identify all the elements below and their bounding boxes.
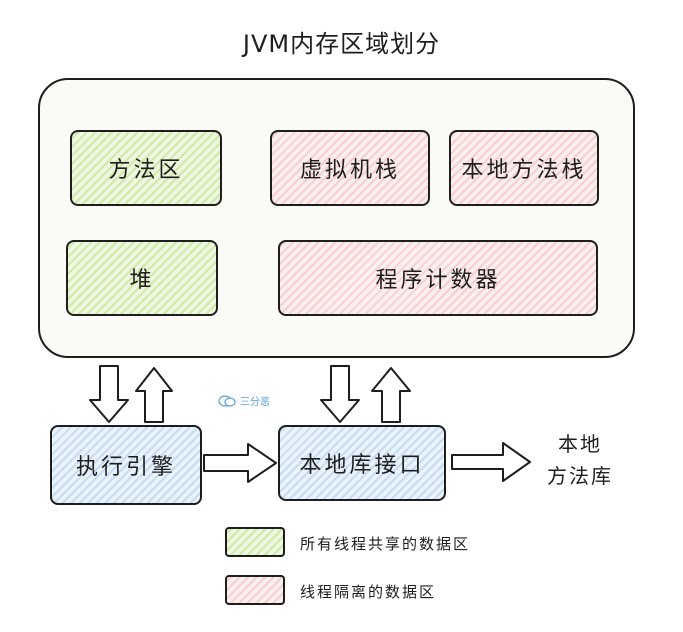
legend-shared-swatch <box>225 527 285 557</box>
native-method-stack-box: 本地方法栈 <box>449 130 599 206</box>
arrow-down-left <box>89 365 129 423</box>
legend-isolated-swatch <box>225 575 285 605</box>
heap-box: 堆 <box>66 240 218 316</box>
vm-stack-box: 虚拟机栈 <box>270 130 430 206</box>
watermark-text: 三分恶 <box>240 397 270 408</box>
method-area-box: 方法区 <box>70 130 222 206</box>
native-interface-box: 本地库接口 <box>278 425 446 501</box>
arrow-down-right <box>320 365 360 423</box>
arrow-up-right <box>371 367 411 423</box>
execution-engine-box: 执行引擎 <box>50 425 202 505</box>
arrow-engine-to-interface <box>203 443 277 483</box>
native-library-label: 本地方法库 <box>547 432 613 488</box>
pc-register-box: 程序计数器 <box>278 240 598 316</box>
legend-shared-label: 所有线程共享的数据区 <box>300 535 471 553</box>
arrow-up-left <box>135 367 173 423</box>
watermark: 三分恶 <box>218 393 270 408</box>
chat-bubble-icon <box>218 394 236 407</box>
legend-isolated-label: 线程隔离的数据区 <box>300 583 437 601</box>
arrow-interface-to-library <box>451 442 531 482</box>
diagram-title: JVM内存区域划分 <box>242 30 441 58</box>
